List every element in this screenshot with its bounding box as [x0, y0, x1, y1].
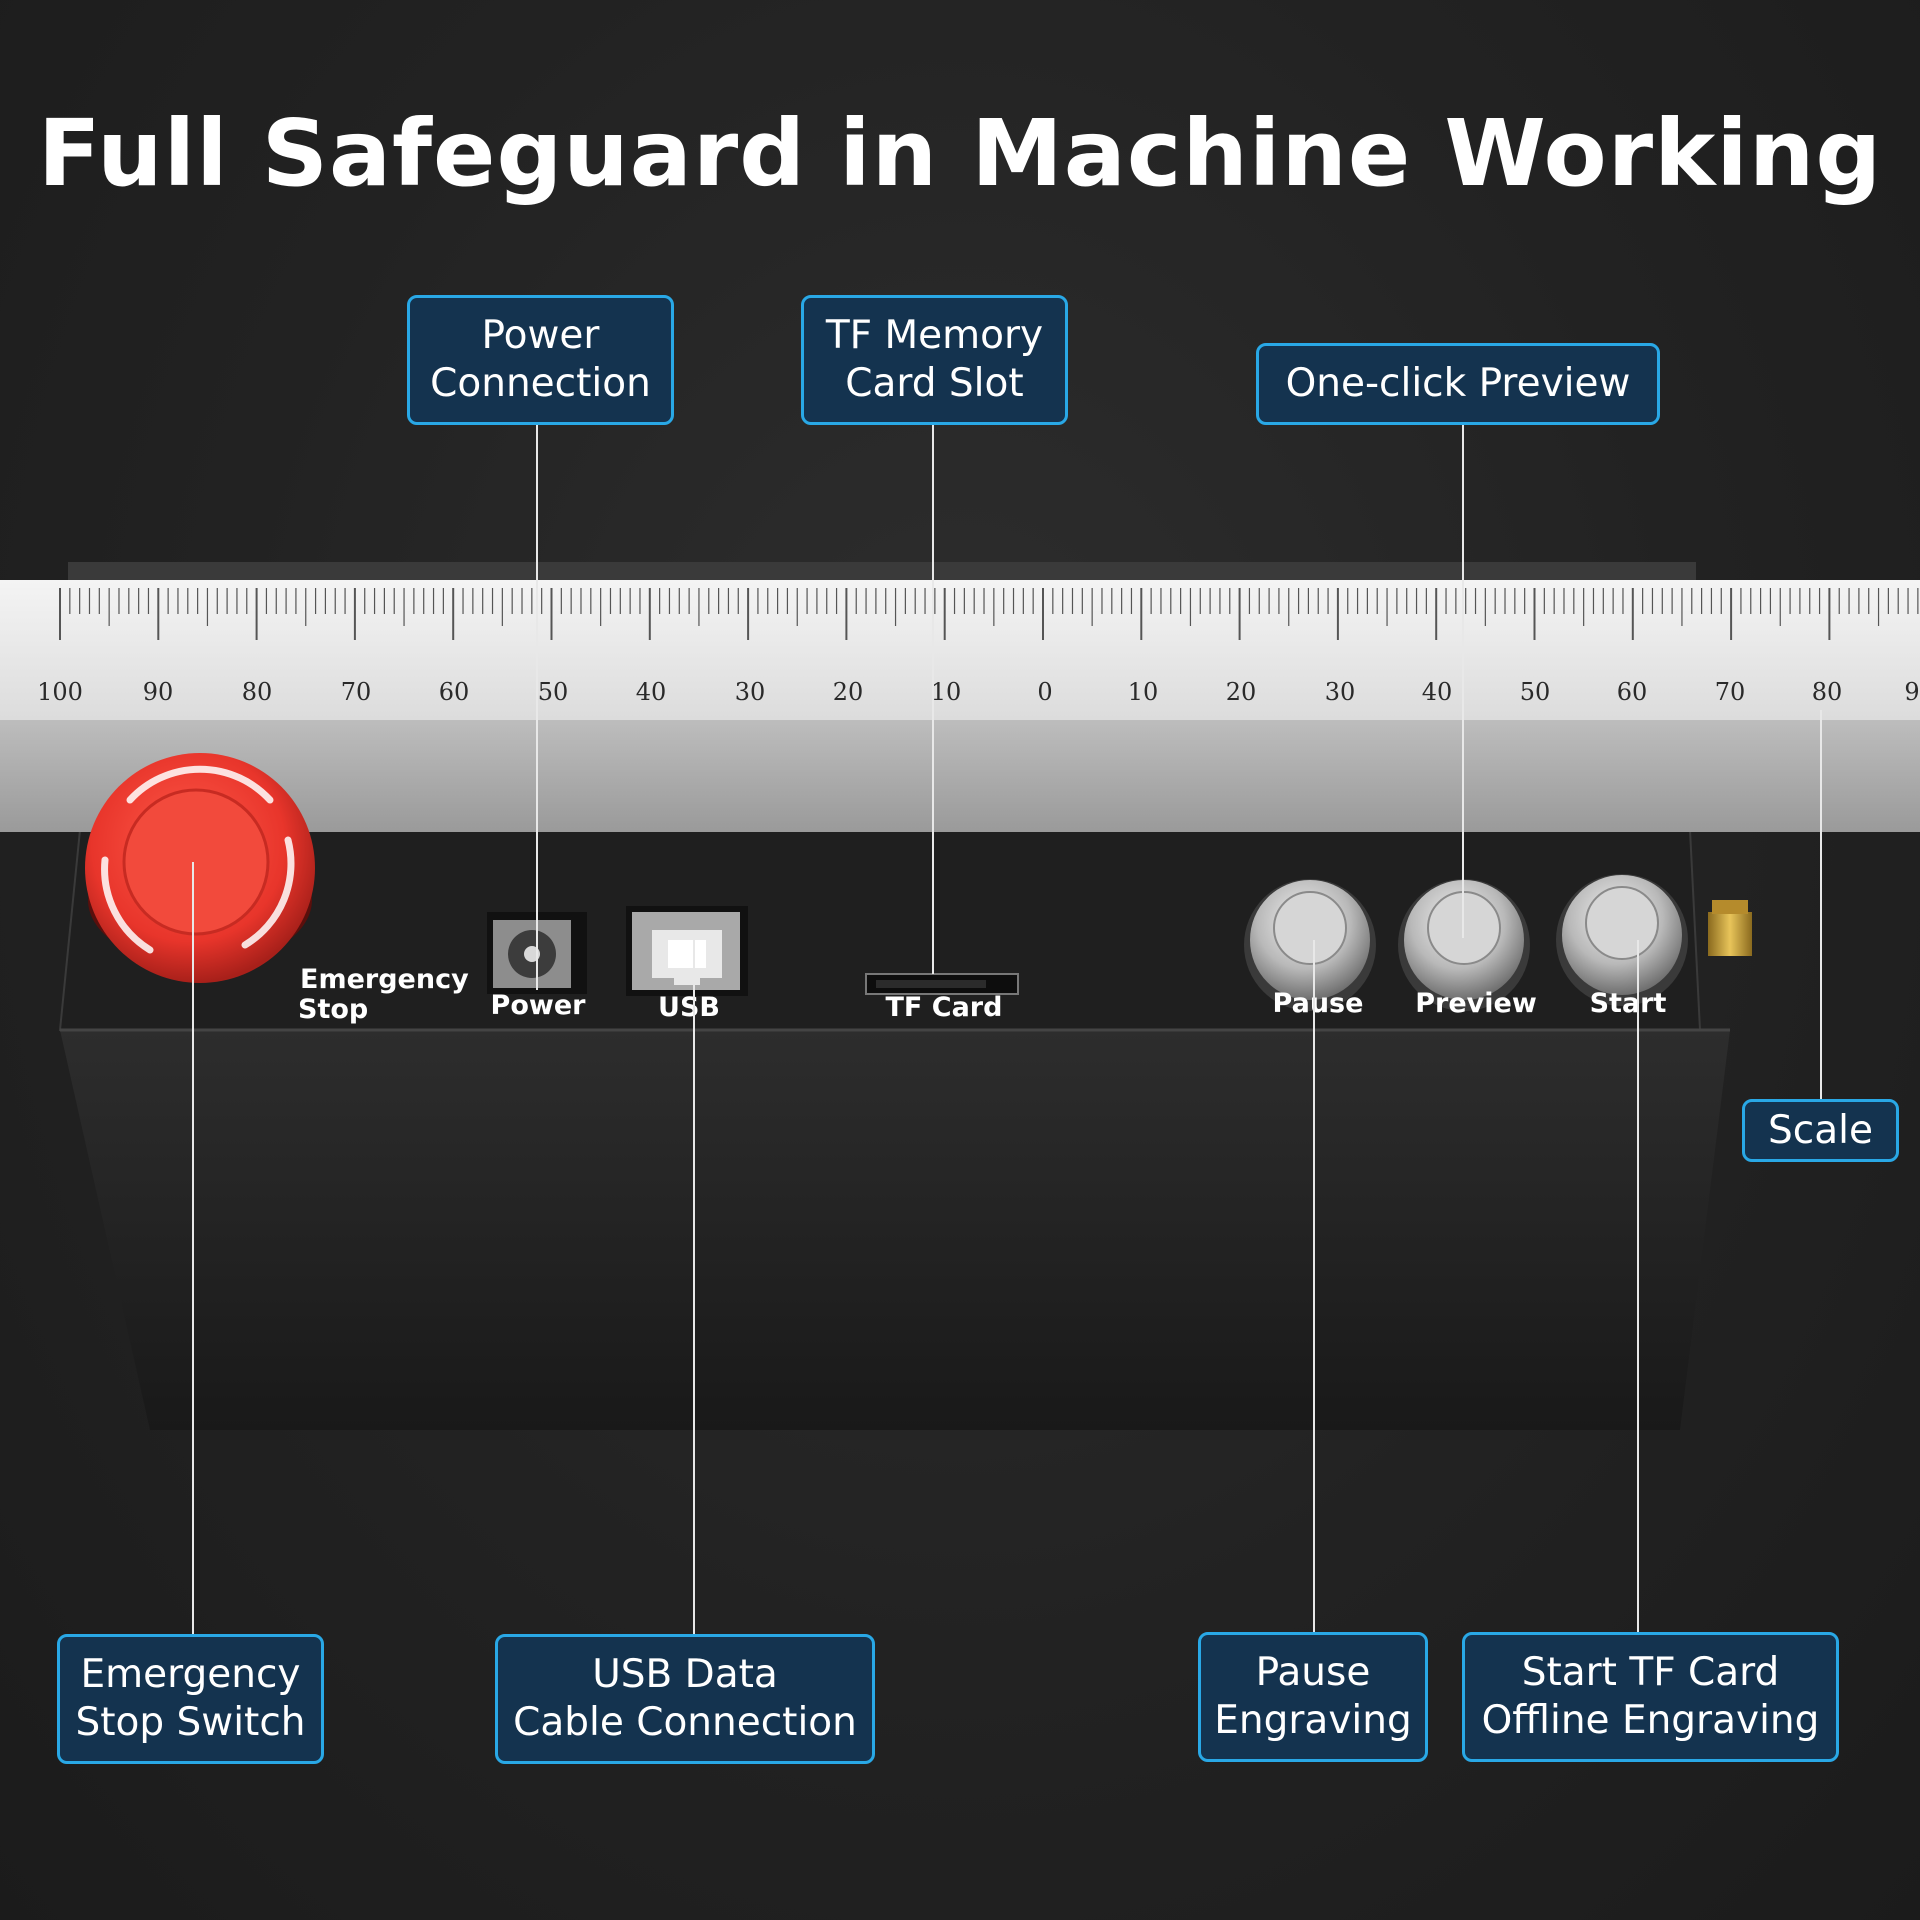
ruler-label: 20 [833, 678, 864, 706]
ruler-label: 10 [1128, 678, 1159, 706]
leader-emergency-stop [192, 862, 194, 1634]
ruler-label: 20 [1226, 678, 1257, 706]
panel-label-stop: Stop [298, 994, 368, 1025]
ruler-label: 80 [1812, 678, 1843, 706]
panel-label-tf-card: TF Card [886, 992, 1003, 1023]
leader-power [536, 424, 538, 990]
ruler-label: 60 [439, 678, 470, 706]
callout-emergency-stop-switch-text: Emergency Stop Switch [75, 1652, 306, 1745]
leader-tf-card [932, 424, 934, 974]
pause-button [1244, 879, 1376, 1011]
ruler-label: 30 [1325, 678, 1356, 706]
ruler-tick-labels: 100 90 80 70 60 50 40 30 20 10 0 10 20 3… [37, 678, 1920, 706]
ruler-label: 60 [1617, 678, 1648, 706]
callout-emergency-stop-switch: Emergency Stop Switch [57, 1634, 324, 1764]
callout-power-connection-text: Power Connection [430, 313, 651, 406]
panel-labels: Emergency Stop Power USB TF Card Pause P… [298, 964, 1666, 1025]
emergency-stop-button [85, 753, 315, 983]
headline: Full Safeguard in Machine Working [37, 100, 1883, 207]
callout-power-connection: Power Connection [407, 295, 674, 425]
panel-label-emergency: Emergency [300, 964, 469, 995]
callout-tf-memory-card-slot: TF Memory Card Slot [801, 295, 1068, 425]
ruler-label: 40 [636, 678, 667, 706]
leader-usb [693, 940, 695, 1634]
callout-start-tf-card-offline-engraving-text: Start TF Card Offline Engraving [1481, 1650, 1820, 1743]
panel-label-pause: Pause [1273, 988, 1364, 1019]
ruler-label: 10 [931, 678, 962, 706]
callout-usb-data-cable-connection: USB Data Cable Connection [495, 1634, 875, 1764]
panel-label-preview: Preview [1415, 988, 1537, 1019]
panel-label-usb: USB [658, 992, 720, 1023]
ruler-label: 0 [1037, 678, 1052, 706]
ruler-label: 30 [735, 678, 766, 706]
ruler-ticks [59, 588, 1919, 640]
leader-scale [1820, 710, 1822, 1100]
ruler-label: 40 [1422, 678, 1453, 706]
panel-label-power: Power [491, 990, 587, 1021]
start-button [1556, 874, 1688, 1006]
callout-pause-engraving: Pause Engraving [1198, 1632, 1428, 1762]
callout-pause-engraving-text: Pause Engraving [1214, 1650, 1412, 1743]
antenna-connector [1708, 900, 1752, 956]
callout-usb-data-cable-connection-text: USB Data Cable Connection [513, 1652, 857, 1745]
callout-scale: Scale [1742, 1099, 1899, 1162]
usb-port [626, 906, 748, 996]
ruler-label: 70 [1715, 678, 1746, 706]
ruler-label: 50 [538, 678, 569, 706]
callout-one-click-preview-text: One-click Preview [1285, 361, 1631, 406]
ruler-rail: 100 90 80 70 60 50 40 30 20 10 0 10 20 3… [0, 562, 1920, 832]
preview-button [1398, 879, 1530, 1011]
ruler-label: 50 [1520, 678, 1551, 706]
leader-start [1637, 940, 1639, 1632]
ruler-label: 80 [242, 678, 273, 706]
callout-scale-text: Scale [1768, 1107, 1873, 1153]
leader-preview [1462, 424, 1464, 938]
ruler-label: 100 [37, 678, 83, 706]
tf-card-slot [865, 973, 1019, 995]
ruler-label: 90 [143, 678, 174, 706]
ruler-label: 70 [341, 678, 372, 706]
panel-label-start: Start [1590, 988, 1667, 1019]
callout-tf-memory-card-slot-text: TF Memory Card Slot [825, 313, 1044, 406]
ruler-label: 9 [1904, 678, 1919, 706]
leader-pause [1313, 940, 1315, 1632]
callout-start-tf-card-offline-engraving: Start TF Card Offline Engraving [1462, 1632, 1839, 1762]
callout-one-click-preview: One-click Preview [1256, 343, 1660, 425]
